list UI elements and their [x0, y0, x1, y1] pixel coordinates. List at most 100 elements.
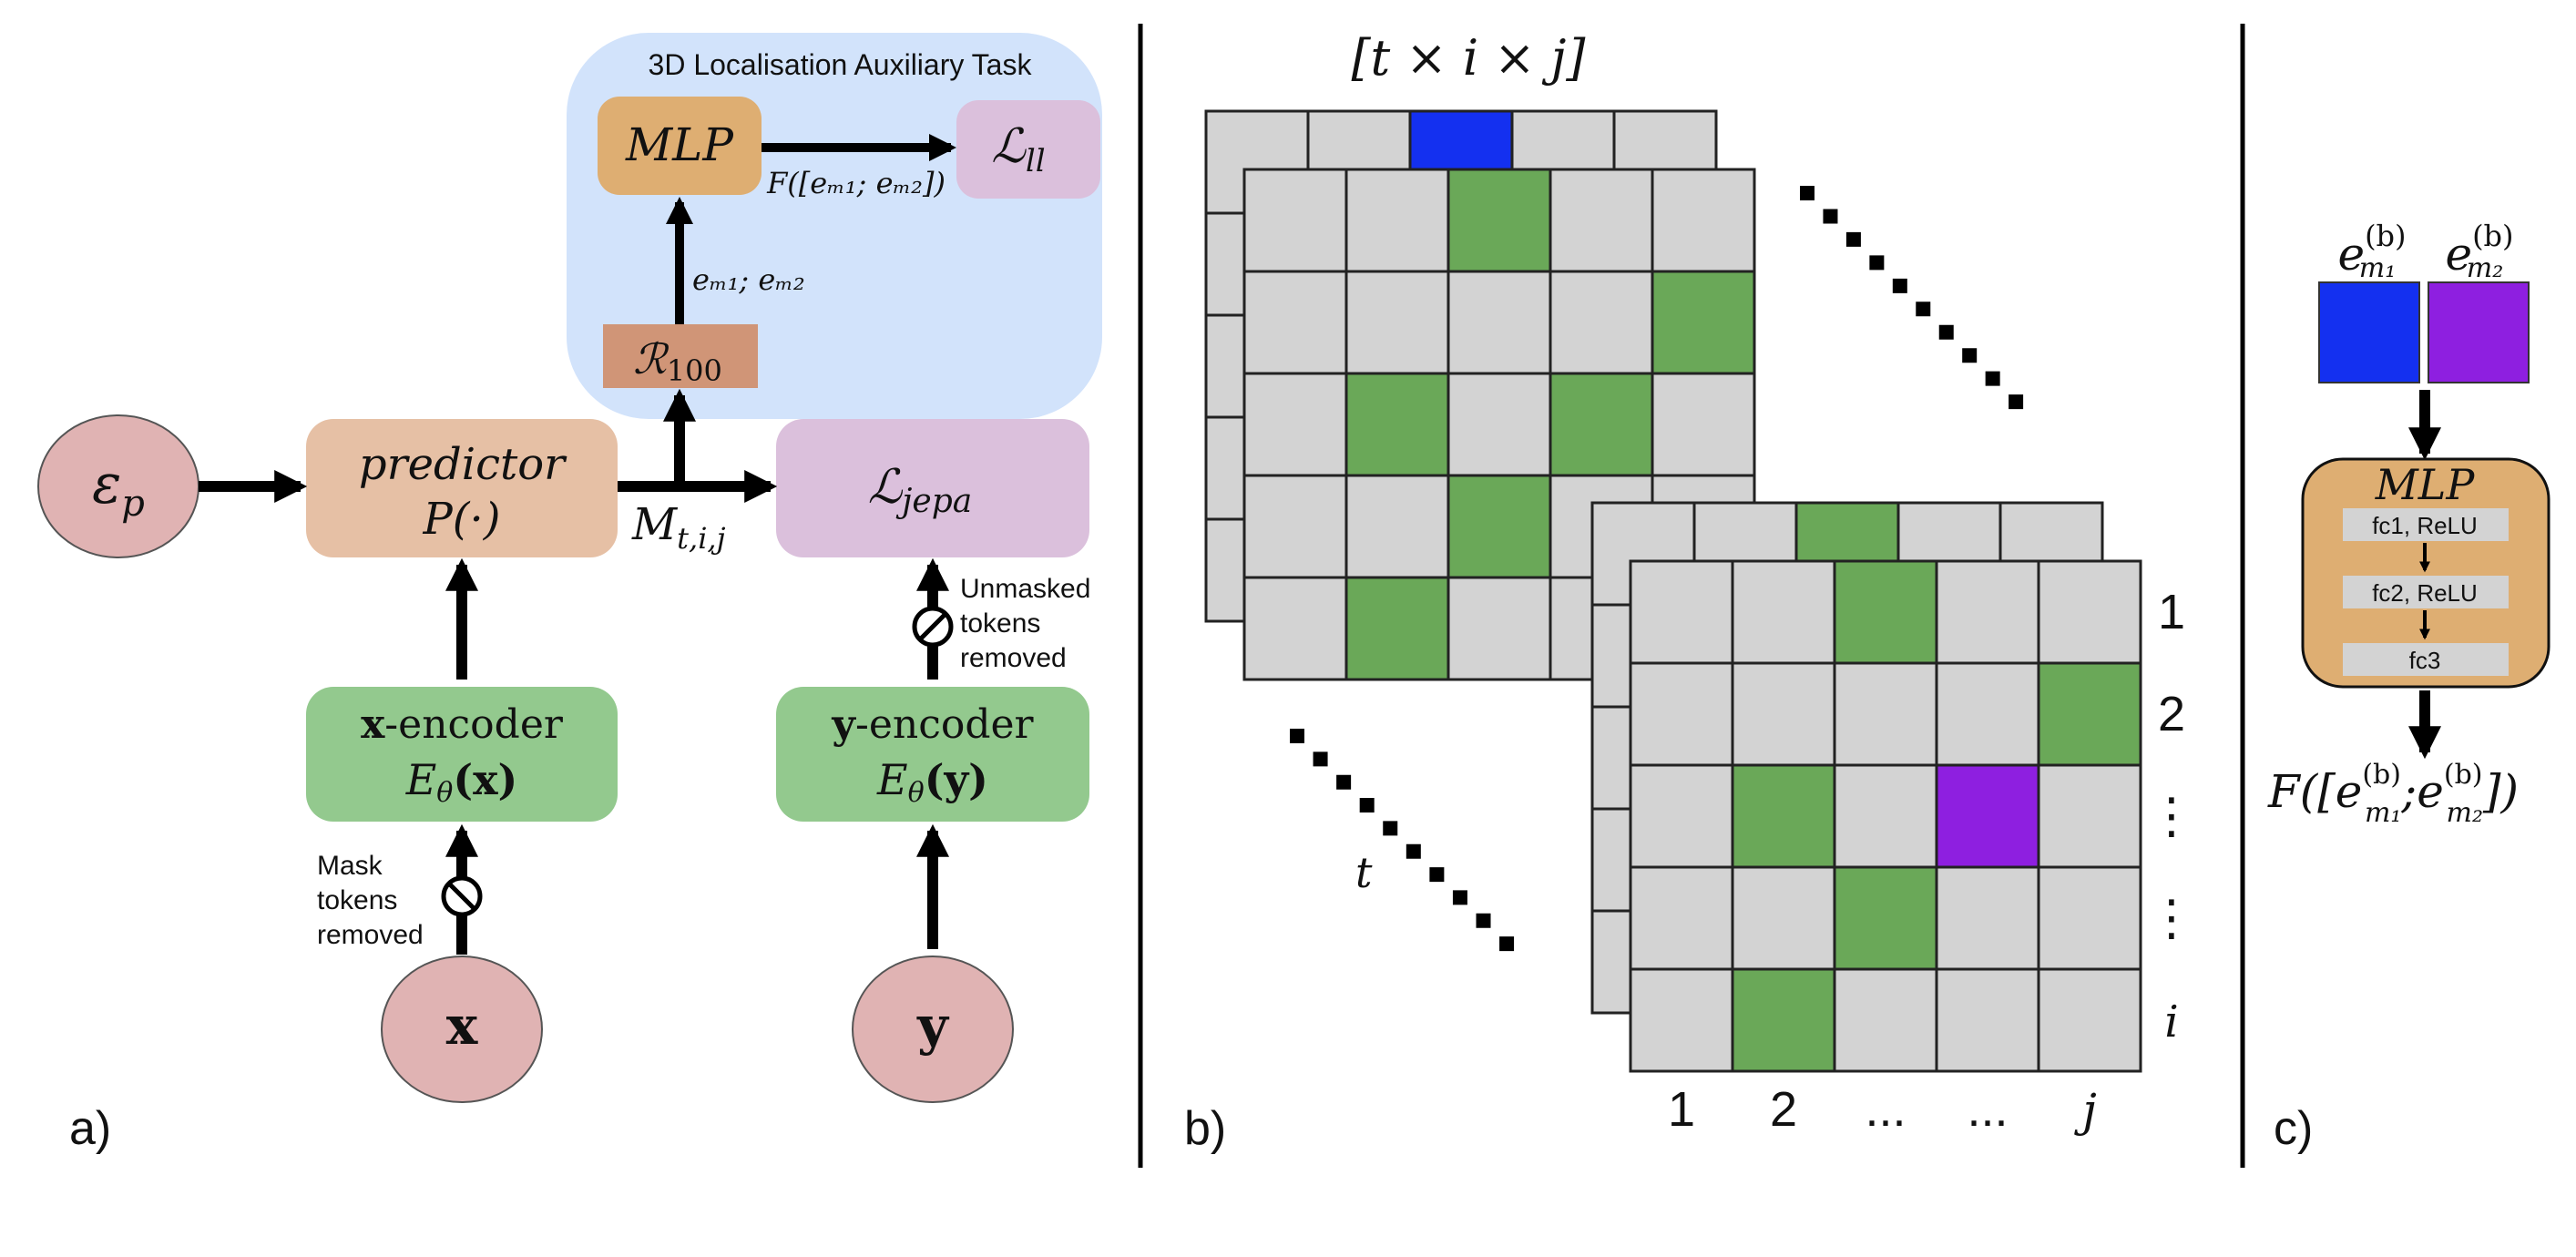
- layer-fc1-label: fc1, ReLU: [2372, 512, 2478, 539]
- lower-front-grid-cell: [1935, 661, 2040, 767]
- upper-front-grid-cell: [1344, 474, 1450, 579]
- upper-front-grid-cell: [1446, 576, 1552, 681]
- upper-front-grid-cell: [1549, 270, 1654, 375]
- mask-note-1: Mask: [317, 851, 383, 881]
- layer-fc2-label: fc2, ReLU: [2372, 579, 2478, 607]
- r100-label: ℛ100: [633, 334, 722, 388]
- panel-c: e(b) m₁ e(b) m₂ MLP fc1, ReLU fc2, ReLU …: [2267, 219, 2550, 1155]
- output-expression: F([e(b)m₁;e(b)m₂]): [2267, 759, 2519, 829]
- lower-front-grid-cell: [1629, 661, 1734, 767]
- row-labels: 1 2 ⋮ ⋮ i: [2147, 585, 2196, 1048]
- panel-c-label: c): [2274, 1102, 2313, 1155]
- layer-fc1: [2343, 508, 2509, 541]
- panel-a: 3D Localisation Auxiliary Task MLP ℒll F…: [37, 33, 1102, 1155]
- row-label: ⋮: [2147, 789, 2196, 843]
- upper-front-grid-cell: [1651, 372, 1756, 477]
- upper-front-grid-cell: [1242, 474, 1348, 579]
- upper-front-grid-cell: [1446, 168, 1552, 273]
- m-tij-label: Mt,i,j: [631, 499, 726, 556]
- lower-front-grid-cell: [2037, 763, 2142, 869]
- dots-diagonal-lower: [1286, 725, 1523, 960]
- col-label: 2: [1770, 1082, 1797, 1137]
- r100-box: [603, 324, 758, 388]
- mlp-stack-title: MLP: [2375, 460, 2476, 509]
- upper-front-grid-cell: [1344, 372, 1450, 477]
- mask-note-2: tokens: [317, 885, 397, 915]
- grid-layers: [1204, 109, 2142, 1073]
- row-label: 1: [2158, 585, 2185, 639]
- emb1-block: [2318, 281, 2420, 383]
- row-label: i: [2164, 996, 2178, 1048]
- predictor-line1: predictor: [359, 439, 567, 490]
- predictor-line2: P(·): [422, 494, 500, 545]
- loss-jepa-label: ℒjepa: [868, 460, 972, 520]
- emb1-label: e(b): [2337, 219, 2406, 281]
- lower-front-grid-cell: [1731, 763, 1836, 869]
- upper-front-grid-cell: [1446, 372, 1552, 477]
- block-icon-unmasked: [912, 606, 954, 648]
- lower-front-grid-cell: [1935, 763, 2040, 869]
- embedding-label: eₘ₁; eₘ₂: [692, 262, 805, 297]
- upper-front-grid-cell: [1344, 576, 1450, 681]
- upper-front-grid-cell: [1446, 474, 1552, 579]
- eps-label: εp: [92, 453, 145, 525]
- upper-front-grid-cell: [1549, 168, 1654, 273]
- unmasked-note-1: Unmasked: [960, 574, 1090, 604]
- panel-a-label: a): [69, 1102, 111, 1155]
- lower-front-grid-cell: [1935, 865, 2040, 971]
- lower-front-grid-cell: [1629, 763, 1734, 869]
- loss-ll-box: [956, 100, 1100, 199]
- layer-fc2: [2343, 576, 2509, 608]
- emb1-sub: m₁: [2359, 252, 2396, 284]
- upper-front-grid-cell: [1651, 168, 1756, 273]
- lower-front-grid-cell: [1629, 865, 1734, 971]
- emb2-block: [2428, 281, 2530, 383]
- upper-front-grid-cell: [1446, 270, 1552, 375]
- lower-front-grid-cell: [1731, 865, 1836, 971]
- row-label: 2: [2158, 687, 2185, 741]
- lower-front-grid-cell: [1935, 559, 2040, 665]
- lower-front-grid-cell: [1731, 661, 1836, 767]
- layer-fc3-label: fc3: [2409, 647, 2441, 674]
- unmasked-note-3: removed: [960, 643, 1067, 673]
- x-encoder-box: [306, 687, 618, 822]
- lower-front-grid-cell: [2037, 967, 2142, 1073]
- lower-front-grid-cell: [1629, 967, 1734, 1073]
- lower-front-grid-cell: [1833, 967, 1938, 1073]
- lower-front-grid-cell: [1833, 559, 1938, 665]
- lower-front-grid-cell: [2037, 661, 2142, 767]
- x-encoder-line1: x-encoder: [361, 701, 564, 748]
- y-encoder-box: [776, 687, 1089, 822]
- y-encoder-line2: Eθ(y): [876, 755, 988, 809]
- dots-diagonal-upper: [1796, 182, 2033, 419]
- panel-b-label: b): [1184, 1102, 1226, 1155]
- y-node: [852, 956, 1014, 1103]
- col-label: ...: [1865, 1082, 1906, 1137]
- block-icon-mask: [441, 875, 483, 917]
- lower-front-grid-cell: [2037, 559, 2142, 665]
- row-label: ⋮: [2147, 891, 2196, 945]
- mlp-output-label: F([eₘ₁; eₘ₂]): [766, 166, 946, 200]
- lower-front-grid-cell: [1833, 865, 1938, 971]
- mask-note-3: removed: [317, 920, 424, 950]
- upper-front-grid-cell: [1242, 270, 1348, 375]
- upper-front-grid-cell: [1549, 372, 1654, 477]
- col-label: ...: [1967, 1082, 2008, 1137]
- col-label: j: [2073, 1084, 2097, 1137]
- lower-front-grid-cell: [1731, 967, 1836, 1073]
- layer-fc3: [2343, 643, 2509, 676]
- x-encoder-line2: Eθ(x): [405, 755, 518, 809]
- mlp-box: [598, 97, 762, 195]
- grid-title: [t × i × j]: [1351, 29, 1586, 87]
- loss-jepa-box: [776, 419, 1089, 557]
- emb2-label: e(b): [2445, 219, 2513, 281]
- lower-front-grid: [1629, 559, 2142, 1073]
- lower-front-grid-cell: [1833, 763, 1938, 869]
- upper-front-grid-cell: [1651, 270, 1756, 375]
- upper-front-grid-cell: [1242, 372, 1348, 477]
- lower-front-grid-cell: [1833, 661, 1938, 767]
- upper-front-grid-cell: [1344, 270, 1450, 375]
